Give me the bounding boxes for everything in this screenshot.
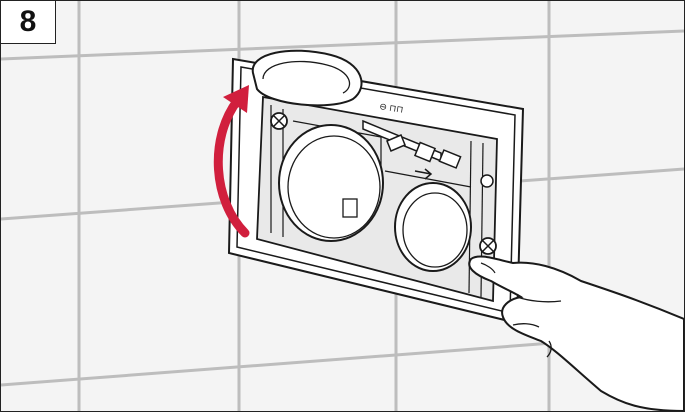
screw-icon — [270, 112, 288, 130]
cup-latch — [342, 198, 358, 218]
step-number: 8 — [19, 5, 37, 38]
right-button-cup — [394, 182, 472, 272]
tile-grout-line — [1, 29, 684, 61]
screw-icon — [480, 174, 494, 188]
step-badge: 8 — [1, 1, 56, 44]
screw-icon — [479, 237, 497, 255]
actuator-linkage — [362, 119, 462, 169]
direction-arrow-icon — [414, 168, 433, 180]
plate-marking: ⊖ ⊓⊓ — [379, 101, 404, 115]
